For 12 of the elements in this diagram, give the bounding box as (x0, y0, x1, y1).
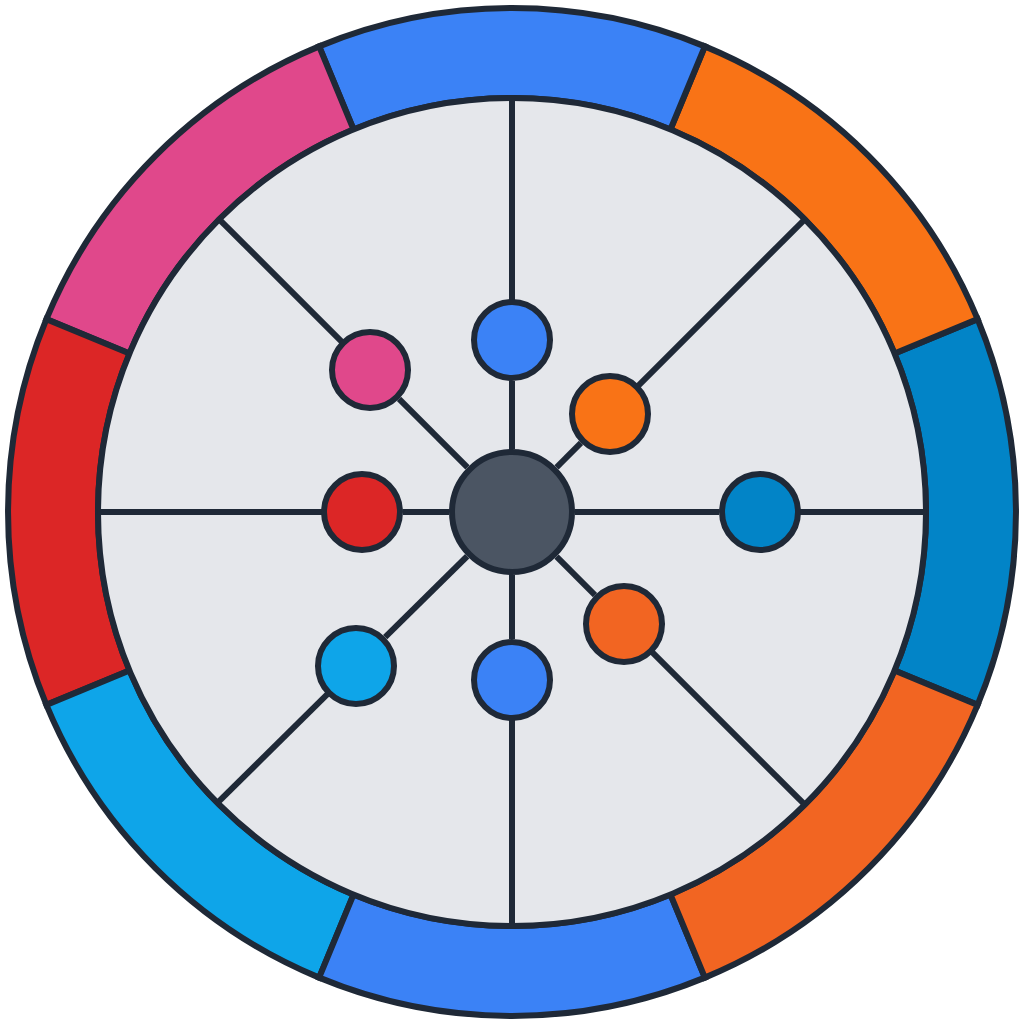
circle-node (449, 449, 575, 575)
spoke-line (554, 554, 598, 598)
spoke-line (403, 509, 449, 515)
spoke-line (554, 440, 584, 470)
spoke-line (383, 554, 470, 640)
circle-node (719, 471, 801, 553)
spoke-line (575, 509, 719, 515)
spoke-line (396, 396, 470, 470)
circle-node (471, 299, 553, 381)
circle-node (321, 471, 403, 553)
spoke-line (509, 575, 515, 639)
spoke-line (509, 381, 515, 449)
